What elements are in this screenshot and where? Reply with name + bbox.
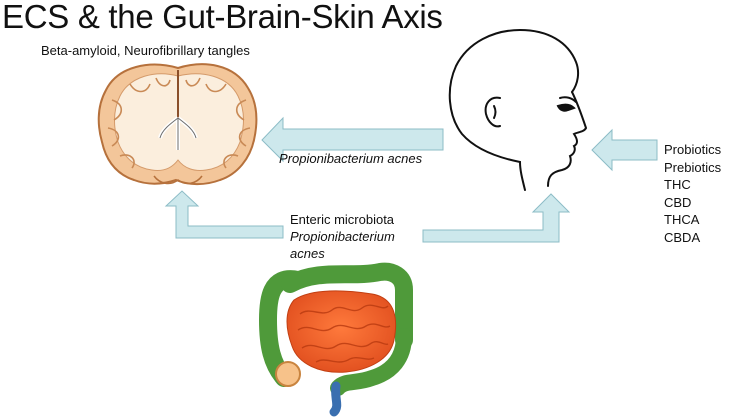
compound-item: THC (664, 177, 691, 193)
brain-illustration (97, 63, 258, 186)
brain-caption: Beta-amyloid, Neurofibrillary tangles (41, 43, 250, 58)
compound-item: Prebiotics (664, 159, 722, 175)
gut-label-line: acnes (290, 246, 325, 261)
compound-item: CBD (664, 194, 692, 210)
compound-item: CBDA (664, 229, 701, 245)
arrow-gut-to-skin (422, 193, 571, 243)
arrow-compounds-to-skin (591, 128, 658, 172)
compound-item: THCA (664, 212, 700, 228)
arrow-skin-to-brain (261, 116, 444, 163)
compound-item: Probiotics (664, 142, 722, 157)
gut-label-line: Enteric microbiota (290, 212, 395, 227)
compound-list: Probiotics Prebiotics THC CBD THCA CBDA (664, 141, 721, 247)
gut-label-group: Enteric microbiota Propionibacterium acn… (290, 211, 395, 262)
arrow-gut-to-brain (164, 190, 284, 239)
skin-to-brain-label: Propionibacterium acnes (279, 151, 423, 166)
head-illustration (448, 28, 588, 191)
gut-label-line: Propionibacterium (290, 229, 395, 244)
intestine-illustration (258, 262, 413, 417)
diagram-title: ECS & the Gut-Brain-Skin Axis (2, 0, 443, 35)
